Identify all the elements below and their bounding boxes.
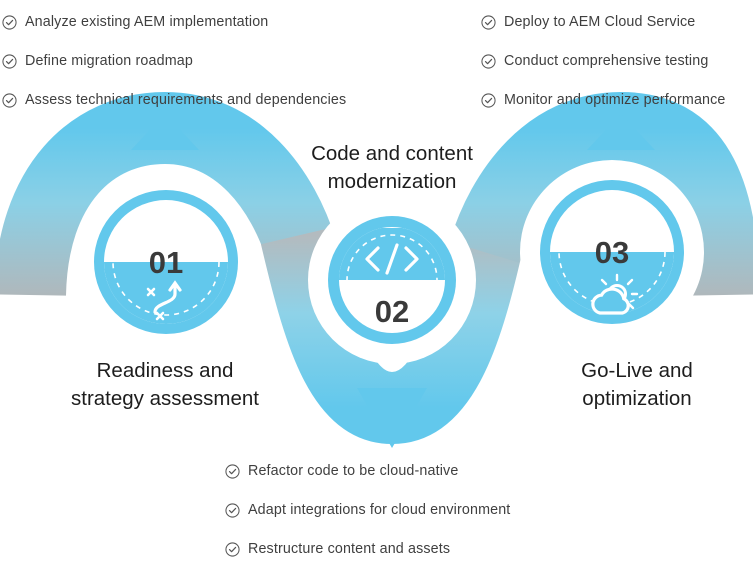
list-item[interactable]: Adapt integrations for cloud environment (225, 491, 510, 530)
list-item-label: Restructure content and assets (248, 540, 451, 557)
sun-cloud-icon (591, 273, 639, 315)
list-item-label: Adapt integrations for cloud environment (248, 501, 511, 518)
stage-disc-03[interactable]: 03 (540, 180, 684, 324)
check-circle-icon (225, 464, 240, 479)
list-item[interactable]: Assess technical requirements and depend… (2, 81, 346, 120)
list-item-label: Deploy to AEM Cloud Service (504, 13, 696, 30)
list-item-label: Refactor code to be cloud-native (248, 462, 459, 479)
stage-disc-02[interactable]: 02 (328, 216, 456, 344)
stage1-caption: Readiness and strategy assessment (71, 359, 259, 410)
list-item[interactable]: Analyze existing AEM implementation (2, 3, 268, 42)
stage1-dashed-arc (112, 262, 220, 316)
golive-task-list: Deploy to AEM Cloud Service Conduct comp… (481, 3, 726, 120)
stage1-inner-bottom-half (104, 262, 228, 324)
list-item[interactable]: Monitor and optimize performance (481, 81, 726, 120)
stage1-number: 01 (149, 245, 183, 280)
check-circle-icon (2, 54, 17, 69)
stage2-caption: Code and content modernization (311, 142, 473, 193)
list-item[interactable]: Deploy to AEM Cloud Service (481, 3, 695, 42)
stage2-number: 02 (375, 294, 409, 329)
check-circle-icon (2, 93, 17, 108)
stage3-inner-bottom-half (550, 252, 674, 314)
check-circle-icon (225, 542, 240, 557)
list-item[interactable]: Refactor code to be cloud-native (225, 452, 458, 491)
readiness-task-list: Analyze existing AEM implementation Defi… (2, 3, 346, 120)
modernization-task-list: Refactor code to be cloud-native Adapt i… (225, 452, 510, 569)
stage2-dashed-arc (346, 234, 438, 280)
list-item-label: Conduct comprehensive testing (504, 52, 709, 69)
list-item-label: Define migration roadmap (25, 52, 193, 69)
code-brackets-icon (365, 243, 419, 275)
check-circle-icon (481, 93, 496, 108)
arrow-down-stage2 (357, 388, 427, 448)
list-item[interactable]: Restructure content and assets (225, 530, 450, 569)
list-item-label: Monitor and optimize performance (504, 91, 726, 108)
stage-disc-01[interactable]: 01 (94, 190, 238, 334)
stage3-number: 03 (595, 235, 629, 270)
check-circle-icon (2, 15, 17, 30)
list-item[interactable]: Conduct comprehensive testing (481, 42, 708, 81)
list-item[interactable]: Define migration roadmap (2, 42, 193, 81)
check-circle-icon (481, 15, 496, 30)
arrow-up-stage3 (587, 114, 655, 150)
check-circle-icon (225, 503, 240, 518)
list-item-label: Assess technical requirements and depend… (25, 91, 347, 108)
stage2-inner-top-half (339, 228, 445, 280)
arrow-up-stage1 (131, 114, 199, 150)
list-item-label: Analyze existing AEM implementation (25, 13, 269, 30)
strategy-route-icon (146, 280, 182, 321)
check-circle-icon (481, 54, 496, 69)
stage3-caption: Go-Live and optimization (581, 359, 693, 410)
